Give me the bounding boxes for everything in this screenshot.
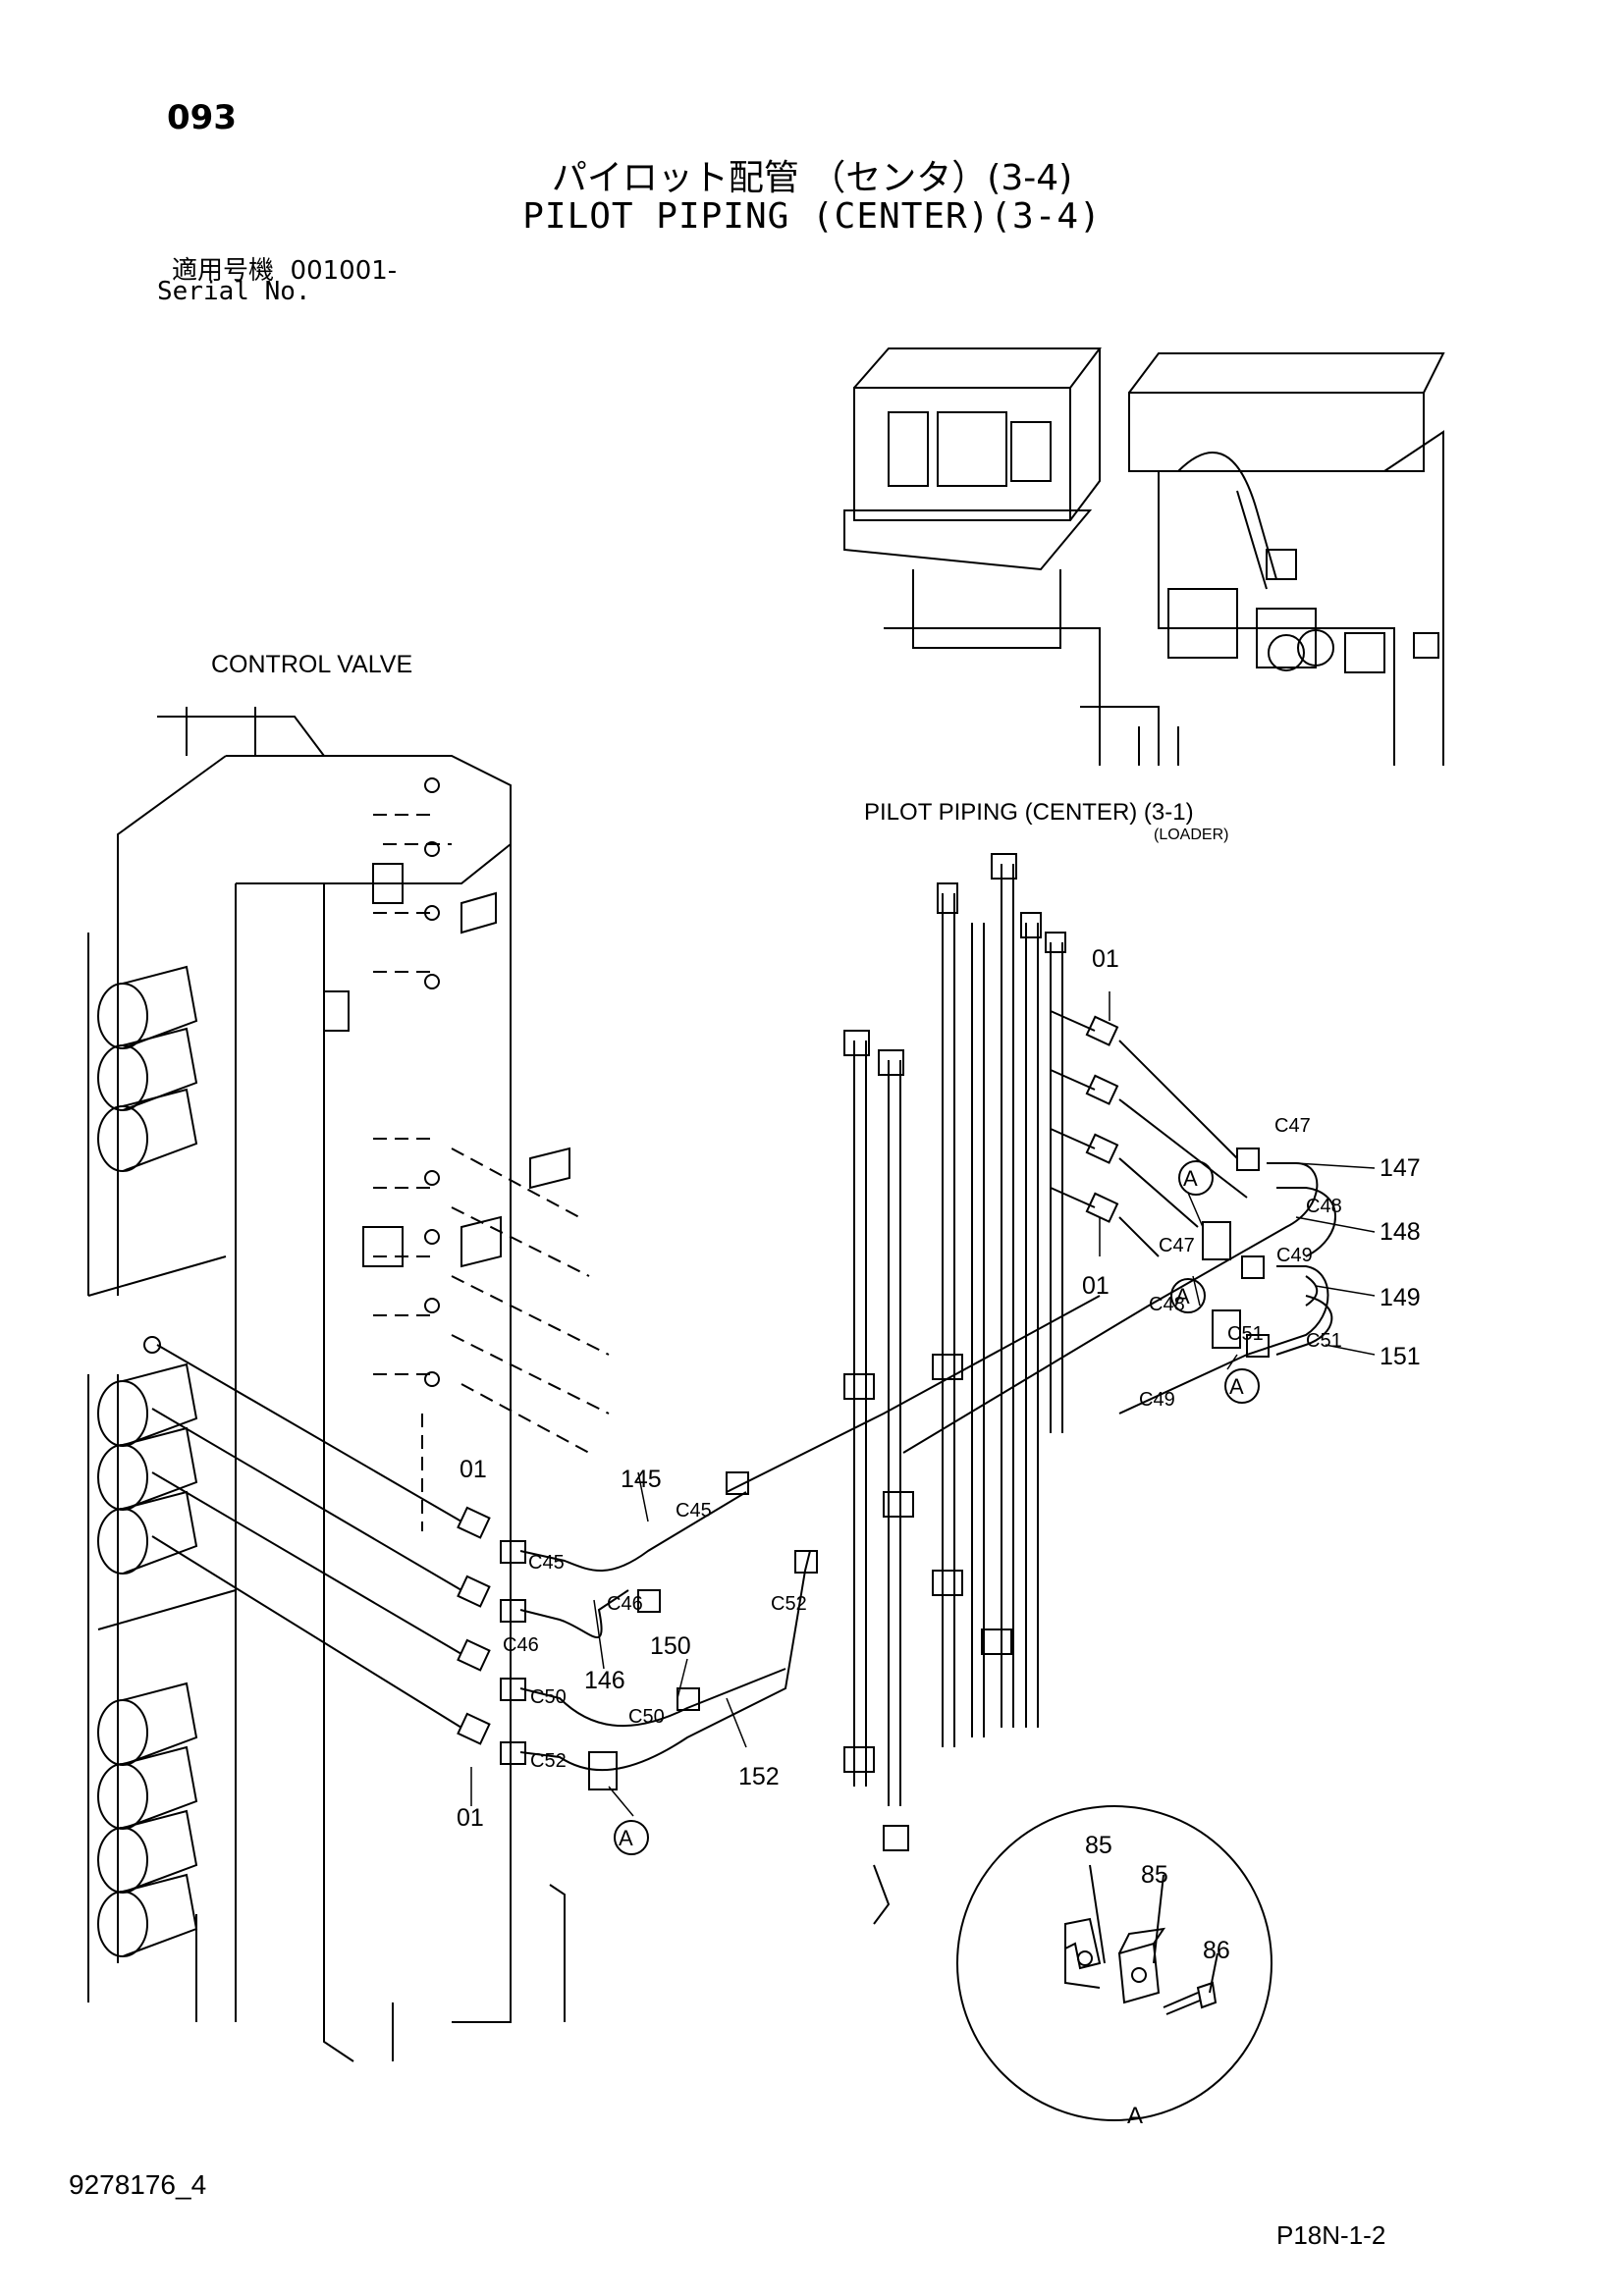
connector-c48-top: C48 bbox=[1306, 1196, 1342, 1217]
part-85-b: 85 bbox=[1141, 1861, 1168, 1889]
connector-c45: C45 bbox=[528, 1552, 565, 1574]
connector-c47-top: C47 bbox=[1274, 1115, 1311, 1137]
callout-a-markers bbox=[614, 1160, 1260, 1855]
part-01-right: 01 bbox=[1082, 1272, 1110, 1300]
connector-c52-top: C52 bbox=[771, 1593, 807, 1615]
connector-c46-top: C46 bbox=[607, 1593, 643, 1615]
part-85-a: 85 bbox=[1085, 1832, 1112, 1859]
serial-value: 001001- bbox=[290, 256, 398, 286]
part-150: 150 bbox=[650, 1632, 691, 1660]
connector-c51-right: C51 bbox=[1306, 1330, 1342, 1352]
connector-c45-top: C45 bbox=[676, 1500, 712, 1522]
connector-c46: C46 bbox=[503, 1634, 539, 1656]
connector-c48: C48 bbox=[1149, 1294, 1185, 1315]
part-01-top: 01 bbox=[1092, 945, 1119, 973]
serial-label-jp: 適用号機 bbox=[172, 256, 275, 286]
serial-label-en: Serial No. bbox=[157, 277, 311, 306]
loader-label: (LOADER) bbox=[1154, 827, 1228, 843]
title-japanese: パイロット配管 （センタ）(3-4) bbox=[551, 158, 1073, 198]
machine-overview bbox=[843, 347, 1445, 766]
document-id: 9278176_4 bbox=[69, 2169, 207, 2200]
connector-c47: C47 bbox=[1159, 1235, 1195, 1256]
clamps bbox=[588, 1221, 1241, 1790]
part-01-left: 01 bbox=[460, 1456, 487, 1483]
page-number: 093 bbox=[167, 98, 237, 137]
callout-a-3: A bbox=[1229, 1374, 1244, 1399]
hose-routing bbox=[902, 1010, 1336, 1454]
part-151: 151 bbox=[1380, 1343, 1421, 1370]
connector-c50: C50 bbox=[530, 1686, 567, 1708]
part-146: 146 bbox=[584, 1667, 625, 1694]
serial-line-jp: 適用号機 001001- bbox=[172, 250, 397, 287]
connector-c51-left: C51 bbox=[1227, 1323, 1264, 1345]
control-valve-body bbox=[87, 707, 610, 2062]
spool-caps bbox=[97, 965, 198, 1957]
connector-c49: C49 bbox=[1139, 1389, 1175, 1411]
title-english: PILOT PIPING (CENTER)(3-4) bbox=[522, 196, 1102, 237]
detail-view-a bbox=[956, 1805, 1272, 2121]
part-01-bottom: 01 bbox=[457, 1804, 484, 1832]
part-147: 147 bbox=[1380, 1154, 1421, 1182]
part-149: 149 bbox=[1380, 1284, 1421, 1311]
detail-view-label: A bbox=[1127, 2103, 1143, 2129]
connector-c49-top: C49 bbox=[1276, 1245, 1313, 1266]
connector-c52: C52 bbox=[530, 1750, 567, 1772]
pipes-from-valve bbox=[151, 1295, 1101, 1772]
page-code: P18N-1-2 bbox=[1276, 2220, 1386, 2250]
connector-c50-right: C50 bbox=[628, 1706, 665, 1728]
callout-a-4: A bbox=[619, 1826, 633, 1850]
leader-lines bbox=[470, 991, 1376, 1817]
control-valve-label: CONTROL VALVE bbox=[211, 651, 412, 678]
fittings-01 bbox=[457, 1015, 1270, 1765]
part-86: 86 bbox=[1203, 1937, 1230, 1964]
part-148: 148 bbox=[1380, 1218, 1421, 1246]
pilot-pipe-bundle bbox=[843, 853, 1066, 1925]
part-152: 152 bbox=[738, 1763, 780, 1790]
part-145: 145 bbox=[621, 1466, 662, 1493]
pilot-piping-ref-label: PILOT PIPING (CENTER) (3-1) bbox=[864, 799, 1194, 826]
callout-a-2: A bbox=[1175, 1284, 1190, 1308]
callout-a-1: A bbox=[1183, 1166, 1198, 1191]
